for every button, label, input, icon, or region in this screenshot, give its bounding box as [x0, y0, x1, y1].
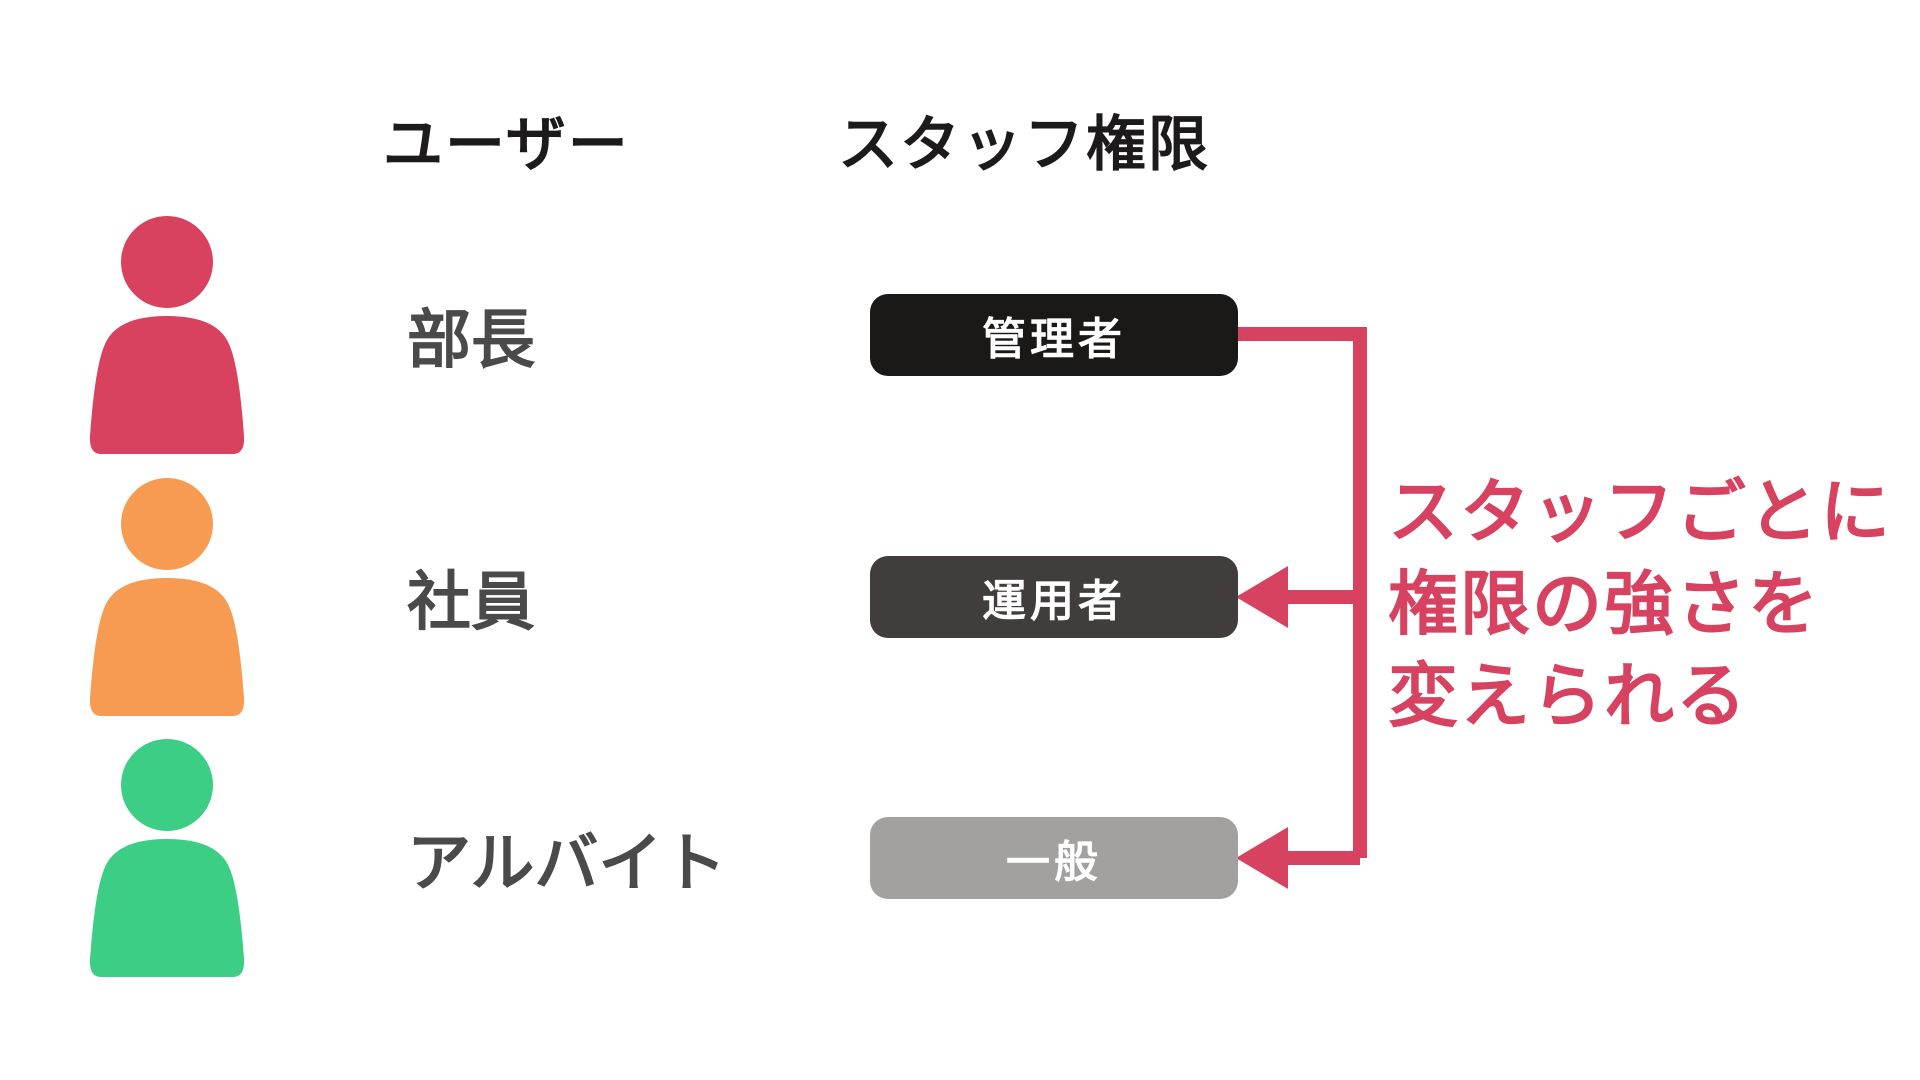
arrow-left-icon: [1236, 827, 1288, 889]
arrow-left-icon: [1236, 566, 1288, 628]
user-label: アルバイト: [407, 827, 727, 901]
permissions-column-header: スタッフ権限: [838, 110, 1210, 180]
permission-badge: 運用者: [870, 556, 1238, 638]
user-label: 部長: [407, 304, 535, 378]
connector-path: [1238, 327, 1367, 865]
permission-badge: 一般: [870, 817, 1238, 899]
permission-badge: 管理者: [870, 294, 1238, 376]
users-column-header: ユーザー: [383, 110, 630, 180]
annotation-text: スタッフごとに 権限の強さを 変えられる: [1388, 466, 1892, 742]
person-head: [121, 478, 213, 570]
user-label: 社員: [407, 566, 535, 640]
permission-badge-label: 運用者: [982, 576, 1126, 627]
person-icon: [89, 739, 245, 977]
person-icon: [89, 478, 245, 716]
person-body: [89, 316, 245, 454]
person-body: [89, 578, 245, 716]
person-head: [121, 739, 213, 831]
annotation-line: 変えられる: [1388, 655, 1748, 737]
person-icon: [89, 216, 245, 454]
annotation-line: 権限の強さを: [1388, 563, 1820, 645]
annotation-line: スタッフごとに: [1388, 471, 1892, 553]
person-body: [89, 839, 245, 977]
permission-badge-label: 一般: [1006, 837, 1102, 888]
permission-badge-label: 管理者: [982, 314, 1126, 365]
person-head: [121, 216, 213, 308]
